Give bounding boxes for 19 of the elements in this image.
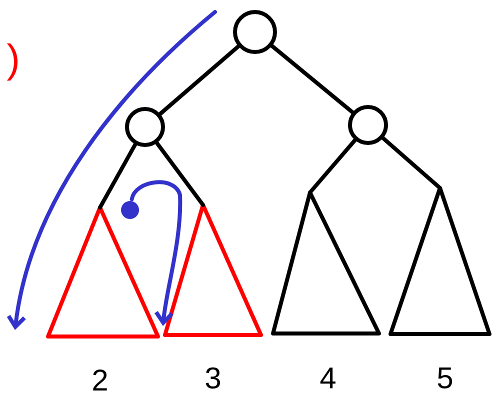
subtree-triangle: [271, 190, 381, 336]
subtree-number: 2: [93, 370, 107, 390]
subtree-triangle: [163, 203, 263, 337]
subtree-triangle: [388, 186, 492, 336]
tree-edge: [308, 138, 357, 194]
subtree-number: 3: [206, 367, 220, 389]
tree-edge: [270, 44, 355, 114]
tree-node-circle: [125, 107, 165, 147]
subtree-number: 5: [438, 368, 452, 388]
subtree-number: 4: [320, 368, 336, 388]
tree-edge: [154, 141, 205, 207]
tree-node-circle: [233, 10, 277, 54]
dot-marker: [121, 201, 139, 219]
tree-node-circle: [348, 105, 388, 145]
tree-edge: [98, 142, 138, 210]
subtree-triangle: [46, 206, 160, 338]
tree-edge: [158, 44, 240, 116]
tree-edge: [381, 136, 442, 190]
cut-label: ): [6, 43, 18, 81]
